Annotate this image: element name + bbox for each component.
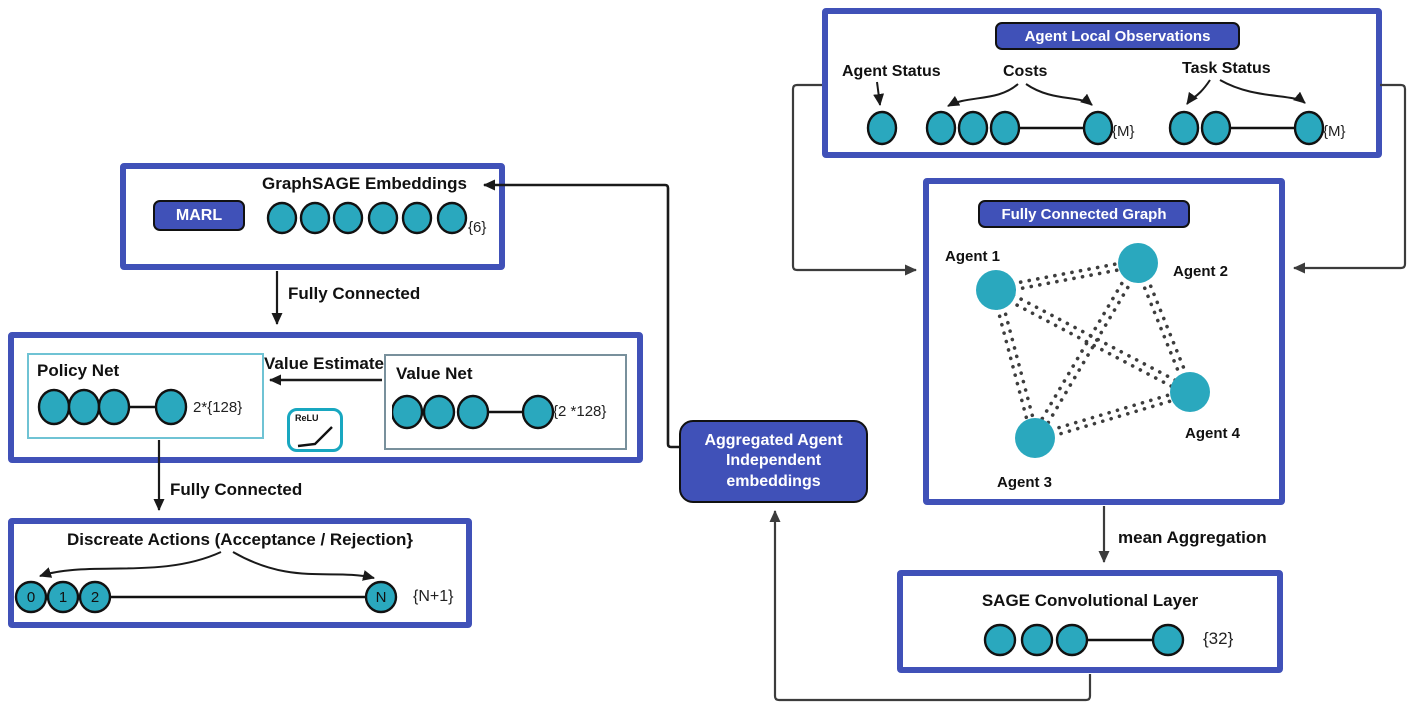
action-node-2-label: 2 <box>91 589 99 606</box>
costs-circle-m <box>1082 110 1114 146</box>
neuron-circle <box>299 201 331 235</box>
discrete-count-label: {N+1} <box>413 588 454 605</box>
graph-title-badge: Fully Connected Graph <box>978 200 1190 228</box>
edge-a1-a3 <box>991 289 1034 441</box>
task-count-label: {M} <box>1323 123 1346 140</box>
action-node-1-label: 1 <box>59 589 67 606</box>
value-dim-label: {2 *128} <box>553 403 607 420</box>
mean-aggregation-label: mean Aggregation <box>1118 528 1267 547</box>
task-circle-m <box>1293 110 1325 146</box>
agent-local-observations-box: Agent Local Observations Agent Status Co… <box>822 8 1382 158</box>
edge-a1-a2 <box>995 264 1141 295</box>
fully-connected-label-2: Fully Connected <box>170 480 303 499</box>
aggregated-line2: Independent <box>725 452 822 470</box>
costs-circle <box>957 110 989 146</box>
neuron-circle <box>367 201 399 235</box>
agent-status-label: Agent Status <box>842 63 941 80</box>
value-net-title: Value Net <box>396 364 473 383</box>
value-estimate-label: Value Estimate <box>264 354 385 373</box>
aggregated-embeddings-node: Aggregated Agent Independent embeddings <box>679 420 868 503</box>
edge-a2-a3 <box>1030 259 1137 438</box>
relu-label: ReLU <box>295 413 319 423</box>
costs-circle <box>989 110 1021 146</box>
edge-a3-a4 <box>1032 387 1191 437</box>
costs-count-label: {M} <box>1112 123 1135 140</box>
fully-connected-label-1: Fully Connected <box>288 284 421 303</box>
edge-a2-a4 <box>1139 260 1195 393</box>
task-circle <box>1200 110 1232 146</box>
edge-a3-a4 <box>1034 393 1193 443</box>
edge-a1-a4 <box>996 285 1194 391</box>
relu-function-icon <box>297 426 333 448</box>
agent-3-label: Agent 3 <box>997 474 1053 491</box>
action-node-0-label: 0 <box>27 589 35 606</box>
aggregated-line3: embeddings <box>726 472 821 490</box>
discrete-actions-title: Discreate Actions (Acceptance / Rejectio… <box>66 530 414 549</box>
neuron-circle <box>332 201 364 235</box>
agent-status-circle <box>866 110 898 146</box>
costs-circle <box>925 110 957 146</box>
neuron-circle <box>1020 623 1054 657</box>
policy-net-box: Policy Net 2*{128} <box>27 353 264 439</box>
agent-4-label: Agent 4 <box>1185 425 1241 442</box>
neuron-circle <box>266 201 298 235</box>
graph-edges <box>991 258 1195 443</box>
neuron-circle <box>67 388 101 426</box>
agent-2-node <box>1118 243 1158 283</box>
neuron-circle <box>521 394 555 430</box>
task-circle <box>1168 110 1200 146</box>
discrete-action-row: 0 1 2 N <box>14 580 398 614</box>
edge-a2-a3 <box>1036 263 1143 442</box>
graphsage-neuron-row <box>266 201 468 235</box>
agent-2-label: Agent 2 <box>1173 263 1229 280</box>
neuron-circle <box>422 394 456 430</box>
neuron-circle <box>1055 623 1089 657</box>
action-node-n <box>364 580 398 614</box>
discrete-actions-box: Discreate Actions (Acceptance / Rejectio… <box>8 518 472 628</box>
action-node-2 <box>78 580 112 614</box>
observation-feature-row: {M} {M} <box>866 110 1346 146</box>
marl-badge: MARL <box>153 200 245 231</box>
agent-4-node <box>1170 372 1210 412</box>
policy-net-title: Policy Net <box>37 361 120 380</box>
aggregated-line1: Aggregated Agent <box>704 431 843 449</box>
neuron-circle <box>401 201 433 235</box>
edge-a1-a2 <box>993 258 1139 289</box>
graphsage-embeddings-box: GraphSAGE Embeddings MARL {6} <box>120 163 505 270</box>
action-node-1 <box>46 580 80 614</box>
graphsage-count-label: {6} <box>468 219 487 236</box>
agent-1-label: Agent 1 <box>945 248 1001 265</box>
observations-title-badge: Agent Local Observations <box>995 22 1240 50</box>
graphsage-title: GraphSAGE Embeddings <box>262 174 467 193</box>
action-node-0 <box>14 580 48 614</box>
edge-a1-a4 <box>992 291 1190 397</box>
fully-connected-graph-box: Fully Connected Graph Agent 1 Agent 2 Ag… <box>923 178 1285 505</box>
neuron-circle <box>37 388 71 426</box>
neuron-circle <box>392 394 424 430</box>
task-status-label: Task Status <box>1182 60 1271 77</box>
edge-a2-a4 <box>1133 262 1189 395</box>
agent-1-node <box>976 270 1016 310</box>
value-net-box: Value Net {2 *128} <box>384 354 627 450</box>
sage-title: SAGE Convolutional Layer <box>981 591 1199 610</box>
neuron-circle <box>983 623 1017 657</box>
neuron-circle <box>154 388 188 426</box>
neuron-circle <box>436 201 468 235</box>
sage-conv-layer-box: SAGE Convolutional Layer {32} <box>897 570 1283 673</box>
costs-label: Costs <box>1003 63 1048 80</box>
policy-dim-label: 2*{128} <box>193 399 243 416</box>
sage-count-label: {32} <box>1203 629 1234 648</box>
agent-3-node <box>1015 418 1055 458</box>
policy-value-box: Policy Net 2*{128} Value Estimate ReLU V… <box>8 332 643 463</box>
relu-curve <box>297 426 333 448</box>
neuron-circle <box>1151 623 1185 657</box>
neuron-circle <box>97 388 131 426</box>
relu-activation-chip: ReLU <box>287 408 343 452</box>
action-node-n-label: N <box>376 589 387 606</box>
neuron-circle <box>456 394 490 430</box>
value-neuron-row <box>392 394 555 430</box>
policy-neuron-row <box>37 388 188 426</box>
edge-a1-a3 <box>997 287 1040 439</box>
